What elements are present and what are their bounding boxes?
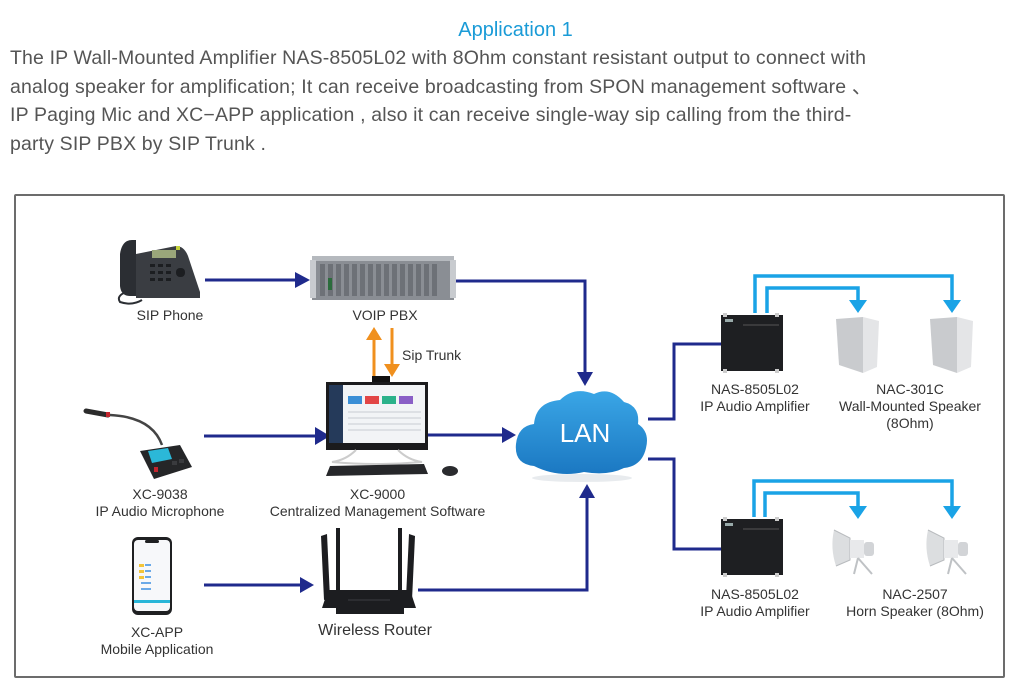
line-amp-bottom-to-speaker-2	[752, 479, 954, 517]
line-amp-top-to-speaker-1	[765, 286, 860, 313]
horn-speaker-icon	[832, 529, 874, 575]
arrowhead	[502, 427, 516, 443]
horn-speaker-icon	[926, 529, 968, 575]
desk-phone-icon	[117, 240, 200, 305]
label-line: XC-9000	[349, 486, 406, 502]
label-line: VOIP PBX	[352, 307, 418, 323]
mic-label: XC-9038 IP Audio Microphone	[70, 486, 250, 520]
label-line: IP Audio Microphone	[95, 503, 225, 519]
label-line: Mobile Application	[100, 641, 214, 657]
description-line: IP Paging Mic and XC−APP application , a…	[10, 104, 852, 126]
arrowhead	[300, 577, 314, 593]
arrowhead	[384, 364, 400, 377]
label-line: NAS-8505L02	[711, 381, 799, 397]
label-line: NAC-301C	[876, 381, 944, 397]
page-title: Application 1	[458, 19, 573, 41]
diagram-frame	[14, 194, 1005, 678]
description-line: The IP Wall-Mounted Amplifier NAS-8505L0…	[10, 47, 867, 69]
label-line: Centralized Management Software	[269, 503, 486, 519]
amp-bottom-label: NAS-8505L02 IP Audio Amplifier	[690, 586, 820, 620]
arrowhead	[849, 506, 867, 519]
pc-label: XC-9000 Centralized Management Software	[245, 486, 510, 520]
amplifier-icon	[721, 313, 783, 373]
arrowhead	[315, 427, 330, 445]
wireless-router-icon	[321, 528, 416, 614]
label-line: Wireless Router	[318, 622, 432, 639]
line-lan-to-amp-top	[648, 342, 722, 421]
line-pbx-to-lan	[452, 279, 587, 372]
line-amp-bottom-to-speaker-1	[763, 491, 860, 517]
amplifier-icon	[721, 517, 783, 577]
arrowhead	[577, 372, 593, 386]
amp-top-label: NAS-8505L02 IP Audio Amplifier	[690, 381, 820, 415]
label-line: Horn Speaker (8Ohm)	[846, 603, 984, 619]
cloud-icon	[515, 391, 647, 482]
arrowhead	[943, 300, 961, 313]
wall-speaker-icon	[930, 317, 973, 373]
lan-label: LAN	[559, 418, 611, 448]
line-amp-top-to-speaker-2	[753, 274, 954, 313]
label-line: IP Audio Amplifier	[700, 398, 810, 414]
desktop-computer-icon	[326, 376, 458, 476]
label-line: SIP Phone	[136, 307, 204, 323]
description-line: analog speaker for amplification; It can…	[10, 75, 872, 98]
wall-speaker-label: NAC-301C Wall-Mounted Speaker (8Ohm)	[820, 381, 1000, 432]
label-line: XC-APP	[130, 624, 184, 640]
sip-trunk-label: Sip Trunk	[402, 347, 462, 363]
rack-server-icon	[310, 256, 456, 300]
label-line: NAC-2507	[882, 586, 948, 602]
description: The IP Wall-Mounted Amplifier NAS-8505L0…	[10, 44, 1020, 158]
label-line: NAS-8505L02	[711, 586, 799, 602]
router-label: Wireless Router	[300, 622, 450, 639]
paging-microphone-icon	[83, 408, 192, 479]
arrowhead	[579, 484, 595, 498]
voip-pbx-label: VOIP PBX	[325, 307, 445, 324]
arrowhead	[366, 327, 382, 340]
label-line: (8Ohm)	[886, 415, 934, 431]
line-lan-to-amp-bottom	[648, 457, 722, 551]
line-router-to-lan	[418, 498, 589, 592]
arrowhead	[943, 506, 961, 519]
label-line: IP Audio Amplifier	[700, 603, 810, 619]
arrowhead	[849, 300, 867, 313]
smartphone-icon	[132, 537, 172, 615]
sip-phone-label: SIP Phone	[112, 307, 228, 324]
label-line: XC-9038	[132, 486, 188, 502]
app-label: XC-APP Mobile Application	[82, 624, 232, 658]
label-line: Wall-Mounted Speaker	[839, 398, 981, 414]
arrowhead	[295, 272, 310, 288]
wall-speaker-icon	[836, 317, 879, 373]
description-line: party SIP PBX by SIP Trunk .	[10, 132, 267, 155]
horn-speaker-label: NAC-2507 Horn Speaker (8Ohm)	[825, 586, 1005, 620]
